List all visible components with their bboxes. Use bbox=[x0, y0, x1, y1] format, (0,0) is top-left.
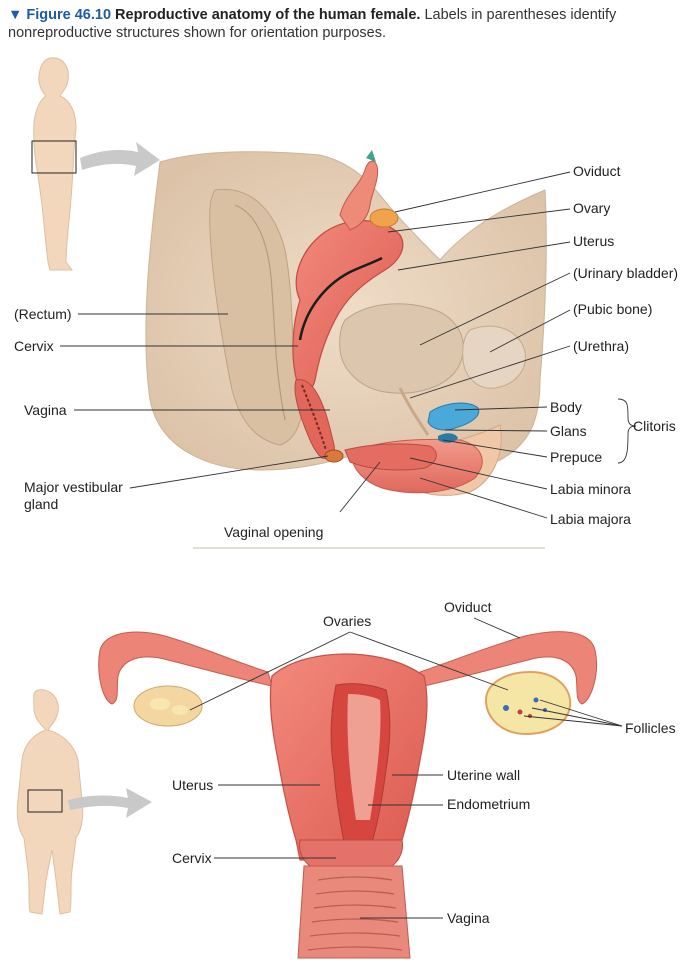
label-clitoris: Clitoris bbox=[633, 418, 676, 434]
label-labia-minora: Labia minora bbox=[550, 481, 631, 497]
focus-box-side bbox=[31, 140, 77, 174]
figure-number: Figure 46.10 bbox=[26, 7, 112, 23]
figure-caption: ▼ Figure 46.10 Reproductive anatomy of t… bbox=[8, 6, 688, 42]
label-major-vestibular-gland-line1: Major vestibular bbox=[24, 479, 123, 495]
label-body: Body bbox=[550, 399, 582, 415]
body-silhouette-front bbox=[16, 689, 84, 915]
front-view-leaders bbox=[189, 617, 623, 919]
label-ovaries: Ovaries bbox=[323, 613, 371, 629]
label-vagina-front: Vagina bbox=[447, 910, 490, 926]
focus-box-front bbox=[27, 789, 63, 813]
side-view-illustration bbox=[145, 150, 547, 549]
label-ovary: Ovary bbox=[573, 200, 610, 216]
label-urethra: (Urethra) bbox=[573, 338, 629, 354]
label-follicles: Follicles bbox=[625, 720, 676, 736]
front-view-labels: Oviduct Ovaries Follicles Uterus Uterine… bbox=[172, 599, 676, 926]
side-view-labels: Oviduct Ovary Uterus (Urinary bladder) (… bbox=[14, 163, 678, 540]
label-urinary-bladder: (Urinary bladder) bbox=[573, 265, 678, 281]
label-labia-majora: Labia majora bbox=[550, 511, 631, 527]
label-pubic-bone: (Pubic bone) bbox=[573, 301, 652, 317]
label-cervix-side: Cervix bbox=[14, 338, 54, 354]
label-oviduct-side: Oviduct bbox=[573, 163, 621, 179]
label-major-vestibular-gland-line2: gland bbox=[24, 496, 58, 512]
label-vaginal-opening: Vaginal opening bbox=[224, 524, 323, 540]
label-endometrium: Endometrium bbox=[447, 796, 530, 812]
caption-text: Labels in parentheses identify nonreprod… bbox=[8, 7, 617, 41]
label-rectum: (Rectum) bbox=[14, 306, 72, 322]
caption-marker: ▼ bbox=[8, 7, 23, 23]
label-cervix-front: Cervix bbox=[172, 850, 212, 866]
label-vagina-side: Vagina bbox=[24, 402, 67, 418]
figure-title: Reproductive anatomy of the human female… bbox=[115, 7, 421, 23]
label-uterus-front: Uterus bbox=[172, 777, 213, 793]
front-view-illustration bbox=[98, 631, 597, 959]
arrow-side bbox=[80, 142, 160, 176]
label-prepuce: Prepuce bbox=[550, 449, 602, 465]
label-oviduct-front: Oviduct bbox=[444, 599, 492, 615]
arrow-front bbox=[68, 788, 152, 818]
label-uterine-wall: Uterine wall bbox=[447, 767, 520, 783]
body-silhouette-side bbox=[31, 57, 77, 271]
label-glans: Glans bbox=[550, 423, 587, 439]
label-uterus-side: Uterus bbox=[573, 233, 614, 249]
side-view-leaders bbox=[60, 171, 637, 519]
